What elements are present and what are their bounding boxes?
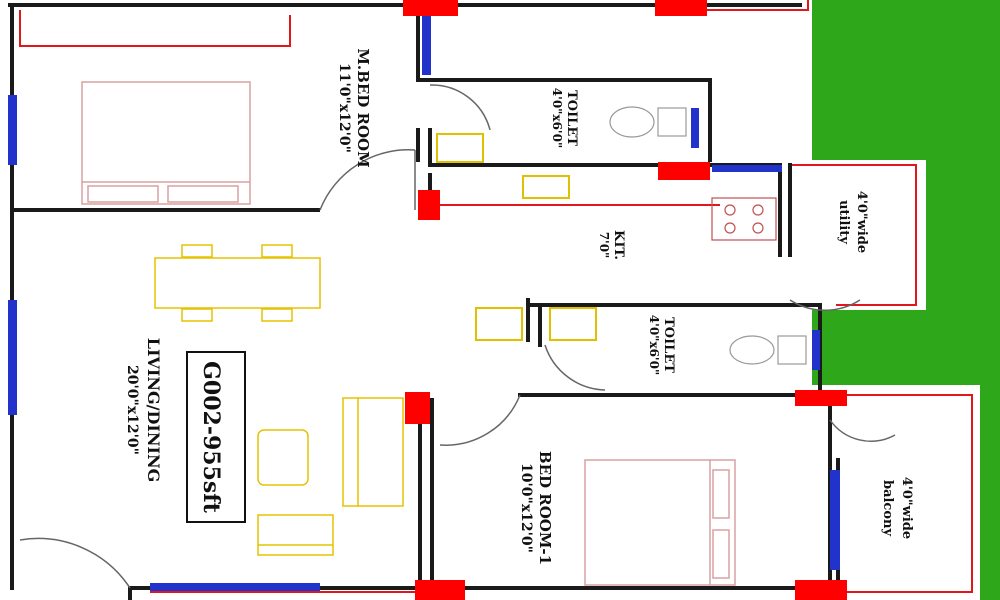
- toilet-2-name: TOILET: [661, 317, 676, 373]
- unit-label-box: [186, 351, 246, 523]
- sofa-set: [257, 397, 404, 556]
- door-toilet-1: [429, 84, 491, 131]
- window-bedroom-1: [830, 470, 840, 570]
- kitchen-stove: [711, 197, 777, 241]
- utility-size: 4'0"wide: [854, 191, 869, 253]
- kitchen-name: KIT.: [611, 230, 626, 260]
- utility-name: utility: [836, 200, 851, 244]
- window-toilet-2: [812, 330, 820, 370]
- wc-fixtures: [609, 106, 807, 365]
- window-corridor: [422, 15, 431, 75]
- balcony-size: 4'0"wide: [899, 477, 914, 539]
- door-utility: [789, 299, 861, 311]
- door-balcony: [829, 419, 896, 442]
- toilet-1-size: 4'0"x6'0": [550, 88, 564, 148]
- window-living-bottom: [150, 583, 320, 591]
- balcony-plot: [780, 385, 980, 600]
- door-toilet-2: [544, 344, 606, 391]
- doors: [19, 84, 896, 589]
- window-toilet-1: [691, 108, 699, 148]
- unit-id-label: G002-955sft: [198, 361, 224, 514]
- columns: [403, 0, 847, 600]
- wc-toilet-2: [729, 335, 775, 365]
- window-living: [8, 300, 17, 415]
- door-bedroom-1: [439, 394, 521, 446]
- wc-toilet-1: [609, 106, 655, 138]
- living-size: 20'0"x12'0": [124, 365, 140, 455]
- bedroom-1-size: 10'0"x12'0": [518, 463, 534, 553]
- bedroom-1-bed: [584, 459, 736, 586]
- window-master-bed: [8, 95, 17, 165]
- living-name: LIVING/DINING: [144, 338, 163, 483]
- master-bed: [81, 81, 251, 205]
- utility-plot: [780, 160, 926, 310]
- bedroom-1-name: BED ROOM-1: [536, 451, 554, 565]
- toilet-1-name: TOILET: [564, 90, 579, 146]
- balcony-name: balcony: [880, 480, 895, 536]
- sink-toilet-1: [436, 133, 484, 163]
- sink-toilet-2a: [475, 307, 523, 341]
- dining-set: [154, 244, 321, 322]
- kitchen-size: 7'0": [597, 232, 611, 259]
- sink-toilet-2b: [549, 307, 597, 341]
- master-bed-name: M.BED ROOM: [354, 48, 372, 167]
- door-master-bed: [319, 149, 416, 211]
- window-kitchen: [712, 165, 782, 172]
- door-main: [19, 537, 131, 589]
- sinks: [436, 133, 597, 341]
- toilet-2-size: 4'0"x6'0": [647, 315, 661, 375]
- outer-outline: [19, 0, 973, 593]
- walls: [8, 3, 840, 600]
- master-bed-size: 11'0"x12'0": [336, 63, 352, 153]
- sink-kitchen: [522, 175, 570, 199]
- windows: [8, 15, 840, 591]
